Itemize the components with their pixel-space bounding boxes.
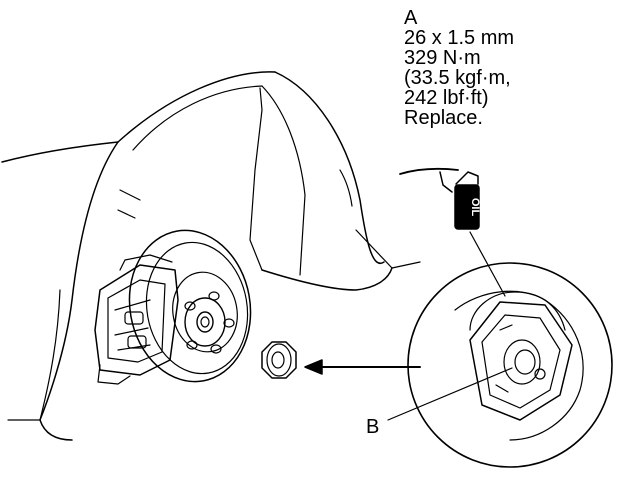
fender-body bbox=[1, 71, 421, 441]
leader-b bbox=[387, 367, 513, 421]
brake-caliper bbox=[94, 254, 179, 385]
label-b: B bbox=[366, 416, 380, 438]
callout-a-torque-kgf: (33.5 kgf·m, bbox=[404, 67, 511, 89]
callout-a-size: 26 x 1.5 mm bbox=[404, 27, 515, 49]
callout-a-torque-nm: 329 N·m bbox=[404, 47, 481, 69]
wheel-studs bbox=[184, 291, 235, 354]
leader-a bbox=[469, 231, 506, 297]
callout-a: A 26 x 1.5 mm 329 N·m (33.5 kgf·m, 242 l… bbox=[404, 8, 514, 128]
spindle-nut bbox=[261, 341, 297, 379]
oil-can-label: OIL bbox=[469, 198, 481, 217]
pointer-arrow bbox=[304, 359, 421, 375]
callout-a-note: Replace. bbox=[404, 107, 483, 129]
oil-can-icon bbox=[399, 167, 480, 230]
wheel-hub bbox=[184, 291, 235, 354]
detail-circle bbox=[407, 262, 613, 468]
detail-hex-nut bbox=[469, 301, 573, 421]
callout-a-letter: A bbox=[404, 7, 418, 29]
callout-a-torque-lbf: 242 lbf·ft) bbox=[404, 87, 489, 109]
